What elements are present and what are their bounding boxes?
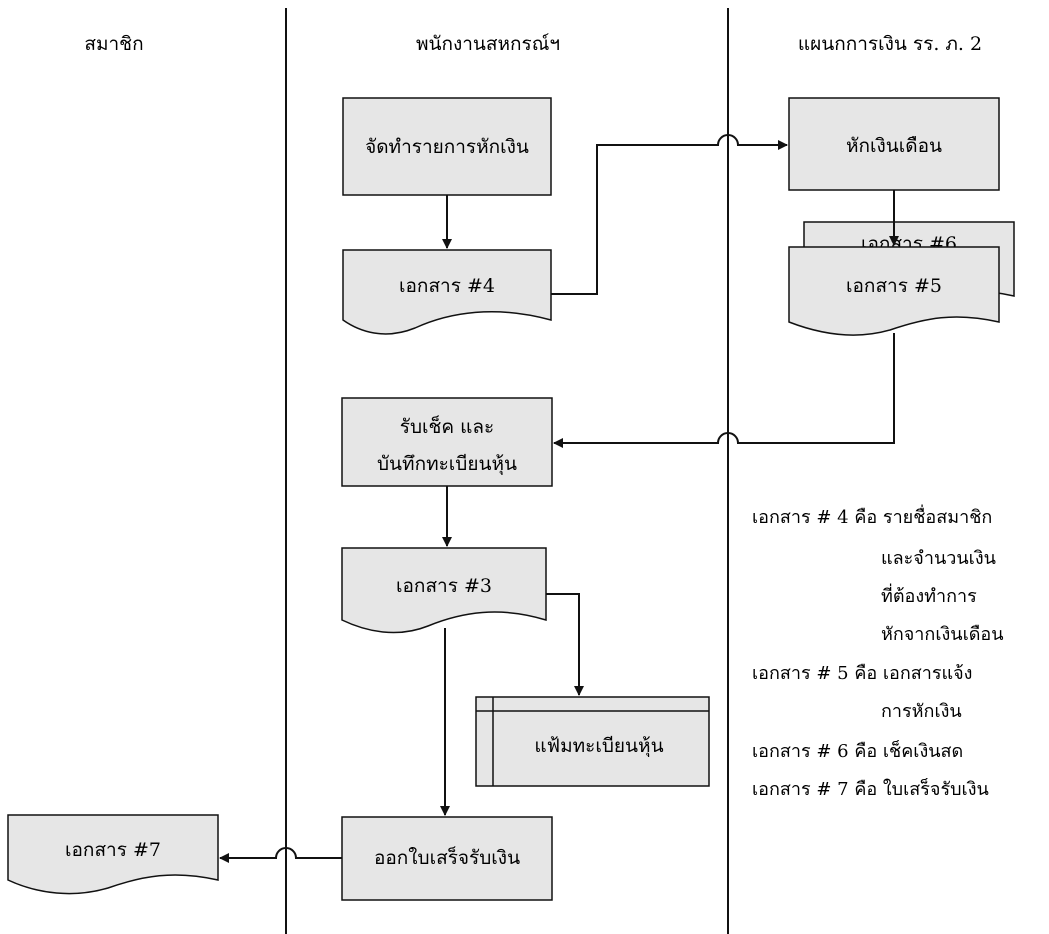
lane-title-staff: พนักงานสหกรณ์ฯ	[416, 33, 560, 55]
document-doc3-label: เอกสาร #3	[396, 575, 492, 597]
process-issue-receipt: ออกใบเสร็จรับเงิน	[341, 816, 553, 901]
legend-line: ที่ต้องทำการ	[881, 583, 977, 607]
process-receive-cheque-label-line1: รับเช็ค และ	[400, 414, 495, 438]
legend-line: หักจากเงินเดือน	[881, 624, 1004, 645]
document-doc4: เอกสาร #4	[342, 249, 552, 335]
process-issue-receipt-label: ออกใบเสร็จรับเงิน	[374, 845, 520, 869]
file-share-register: แฟ้มทะเบียนหุ้น	[475, 696, 710, 787]
file-share-register-label: แฟ้มทะเบียนหุ้น	[534, 735, 663, 758]
lane-title-member: สมาชิก	[84, 33, 143, 55]
legend-line: เอกสาร # 4 คือ รายชื่อสมาชิก	[752, 504, 992, 528]
arrow-doc3-to-share-file	[546, 593, 584, 696]
legend-line: และจำนวนเงิน	[881, 548, 996, 569]
arrow-receipt-to-doc7	[219, 847, 342, 863]
process-salary-deduction-label: หักเงินเดือน	[846, 135, 942, 157]
lane-title-finance: แผนกการเงิน รร. ภ. 2	[798, 33, 982, 55]
legend-line: เอกสาร # 7 คือ ใบเสร็จรับเงิน	[752, 777, 989, 800]
document-doc3: เอกสาร #3	[341, 547, 547, 634]
document-doc7-label: เอกสาร #7	[65, 839, 161, 861]
process-prepare-deduction-label: จัดทำรายการหักเงิน	[365, 136, 529, 158]
arrow-doc4-to-salary-deduction	[551, 134, 788, 295]
legend-line: การหักเงิน	[881, 701, 962, 722]
process-prepare-deduction: จัดทำรายการหักเงิน	[342, 97, 552, 196]
document-doc5: เอกสาร #5	[788, 246, 1000, 336]
process-receive-cheque-label-line2: บันทึกทะเบียนหุ้น	[377, 453, 517, 476]
document-doc5-label: เอกสาร #5	[846, 275, 942, 297]
arrow-doc5-to-receive-cheque	[553, 333, 895, 448]
legend-line: เอกสาร # 6 คือ เช็คเงินสด	[752, 739, 963, 762]
document-doc4-label: เอกสาร #4	[399, 275, 495, 297]
document-doc7: เอกสาร #7	[7, 814, 219, 895]
legend: เอกสาร # 4 คือ รายชื่อสมาชิก และจำนวนเงิ…	[752, 504, 1004, 800]
legend-line: เอกสาร # 5 คือ เอกสารแจ้ง	[752, 663, 972, 684]
process-salary-deduction: หักเงินเดือน	[788, 97, 1000, 191]
process-receive-cheque: รับเช็ค และ บันทึกทะเบียนหุ้น	[341, 397, 553, 487]
